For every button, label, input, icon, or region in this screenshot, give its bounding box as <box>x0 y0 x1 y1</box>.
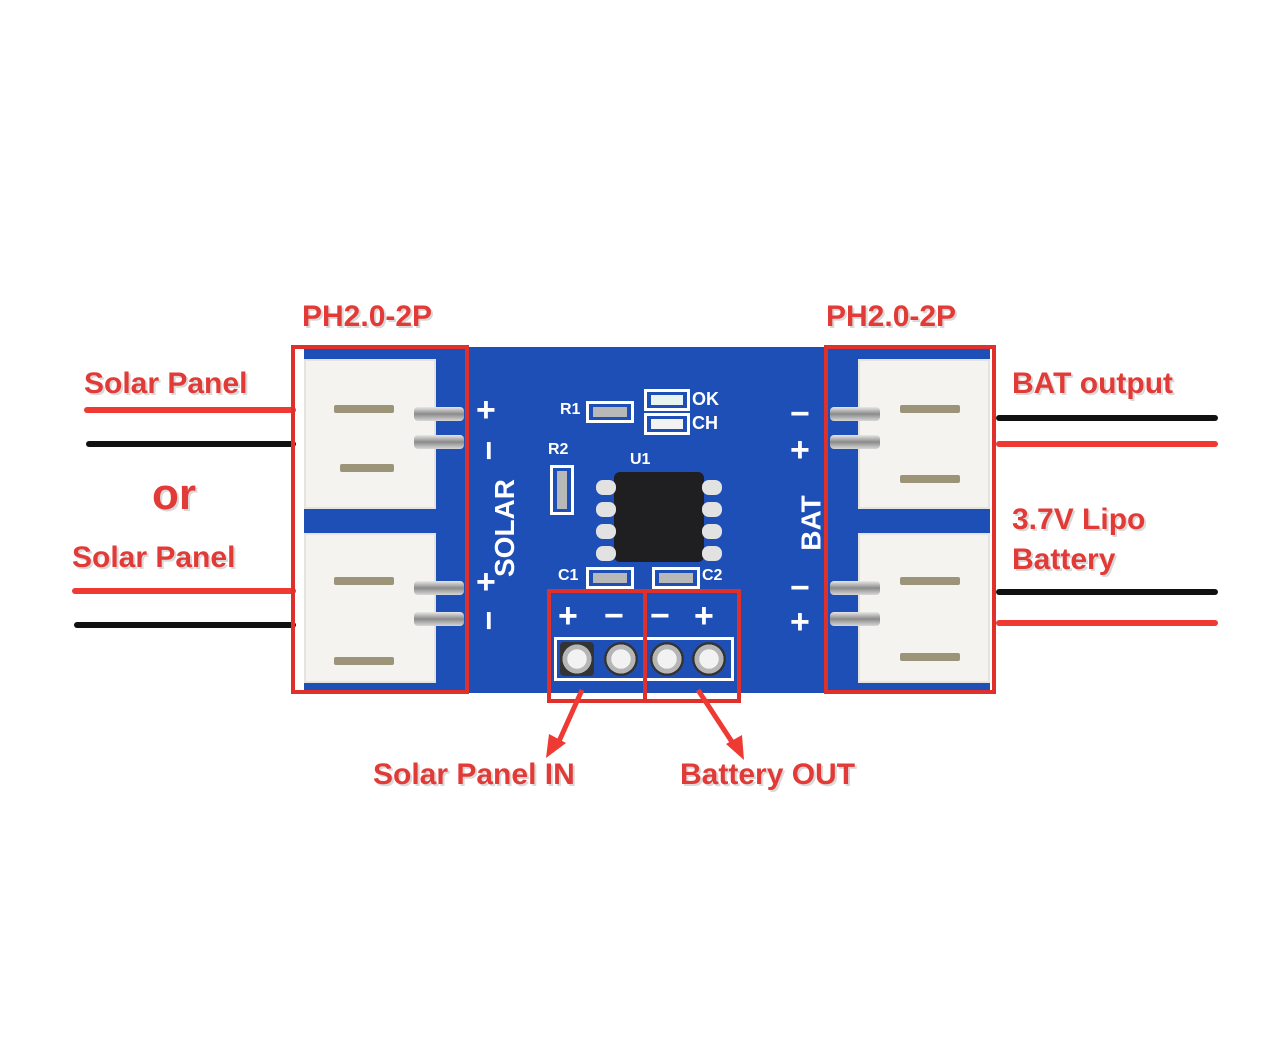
connector-blade <box>334 405 394 413</box>
right-bottom-black-wire <box>996 589 1218 595</box>
left-top-black-wire <box>86 441 296 447</box>
right-pin <box>830 407 880 421</box>
connector-blade <box>900 475 960 483</box>
left-pin <box>414 612 464 626</box>
bat-plus-top: + <box>790 431 810 469</box>
solar-minus-bottom: − <box>469 610 508 631</box>
pad-bat-plus <box>692 642 726 676</box>
c2-label: C2 <box>702 567 723 584</box>
c1-label: C1 <box>558 567 579 584</box>
ic-leg <box>702 524 722 539</box>
solar-in-minus: − <box>604 597 624 635</box>
lipo-battery-label-line1: 3.7V Lipo <box>1012 503 1146 536</box>
ic-leg <box>702 502 722 517</box>
charger-ic-u1 <box>614 472 704 562</box>
u1-label: U1 <box>630 451 651 468</box>
pad-bat-minus <box>650 642 684 676</box>
connector-blade <box>340 464 394 472</box>
ic-leg <box>702 546 722 561</box>
bat-plus-bottom: + <box>790 603 810 641</box>
bat-output-label: BAT output <box>1012 367 1174 400</box>
right-connector-highlight <box>824 345 996 694</box>
led-ok-label: OK <box>692 389 719 409</box>
left-connector-highlight <box>291 345 469 694</box>
led-ch-label: CH <box>692 413 718 433</box>
right-top-black-wire <box>996 415 1218 421</box>
connector-blade <box>334 577 394 585</box>
solar-panel-top-label: Solar Panel <box>84 367 248 400</box>
bat-out-plus: + <box>694 597 714 635</box>
pad-solar-minus <box>604 642 638 676</box>
ic-leg <box>702 480 722 495</box>
connector-blade <box>900 653 960 661</box>
left-connector-type-label: PH2.0-2P <box>302 300 433 333</box>
left-pin <box>414 407 464 421</box>
solar-plus-top: + <box>476 391 496 429</box>
bat-minus-top: − <box>790 395 810 433</box>
right-top-connector <box>858 359 990 509</box>
capacitor-c2 <box>652 567 700 589</box>
connector-blade <box>334 657 394 665</box>
right-pin <box>830 435 880 449</box>
solar-in-plus: + <box>558 597 578 635</box>
r2-label: R2 <box>548 441 569 458</box>
led-ok <box>644 389 690 411</box>
solar-panel-bottom-label: Solar Panel <box>72 541 236 574</box>
resistor-r2 <box>550 465 574 515</box>
ic-leg <box>596 546 616 561</box>
right-connector-type-label: PH2.0-2P <box>826 300 957 333</box>
left-pin <box>414 581 464 595</box>
right-pin <box>830 612 880 626</box>
connector-blade <box>900 405 960 413</box>
ic-leg <box>596 524 616 539</box>
left-bottom-black-wire <box>74 622 296 628</box>
pad-solar-plus <box>560 642 594 676</box>
ic-leg <box>596 480 616 495</box>
right-pin <box>830 581 880 595</box>
right-top-red-wire <box>996 441 1218 447</box>
led-ch <box>644 413 690 435</box>
or-label: or <box>152 470 196 519</box>
battery-out-label: Battery OUT <box>680 758 856 791</box>
resistor-r1 <box>586 401 634 423</box>
bat-silk-label: BAT <box>795 495 827 551</box>
solar-in-header-highlight <box>547 589 647 703</box>
bat-out-minus: − <box>650 597 670 635</box>
r1-label: R1 <box>560 401 581 418</box>
ic-leg <box>596 502 616 517</box>
right-bottom-red-wire <box>996 620 1218 626</box>
left-bottom-red-wire <box>72 588 296 594</box>
lipo-battery-label-line2: Battery <box>1012 543 1116 576</box>
connector-blade <box>900 577 960 585</box>
solar-panel-in-label: Solar Panel IN <box>373 758 575 791</box>
solar-minus-top: − <box>469 440 508 461</box>
capacitor-c1 <box>586 567 634 589</box>
solar-plus-bottom: + <box>476 563 496 601</box>
bat-minus-bottom: − <box>790 569 810 607</box>
left-top-red-wire <box>84 407 296 413</box>
left-top-connector <box>304 359 436 509</box>
left-pin <box>414 435 464 449</box>
battery-out-header-highlight <box>643 589 741 703</box>
